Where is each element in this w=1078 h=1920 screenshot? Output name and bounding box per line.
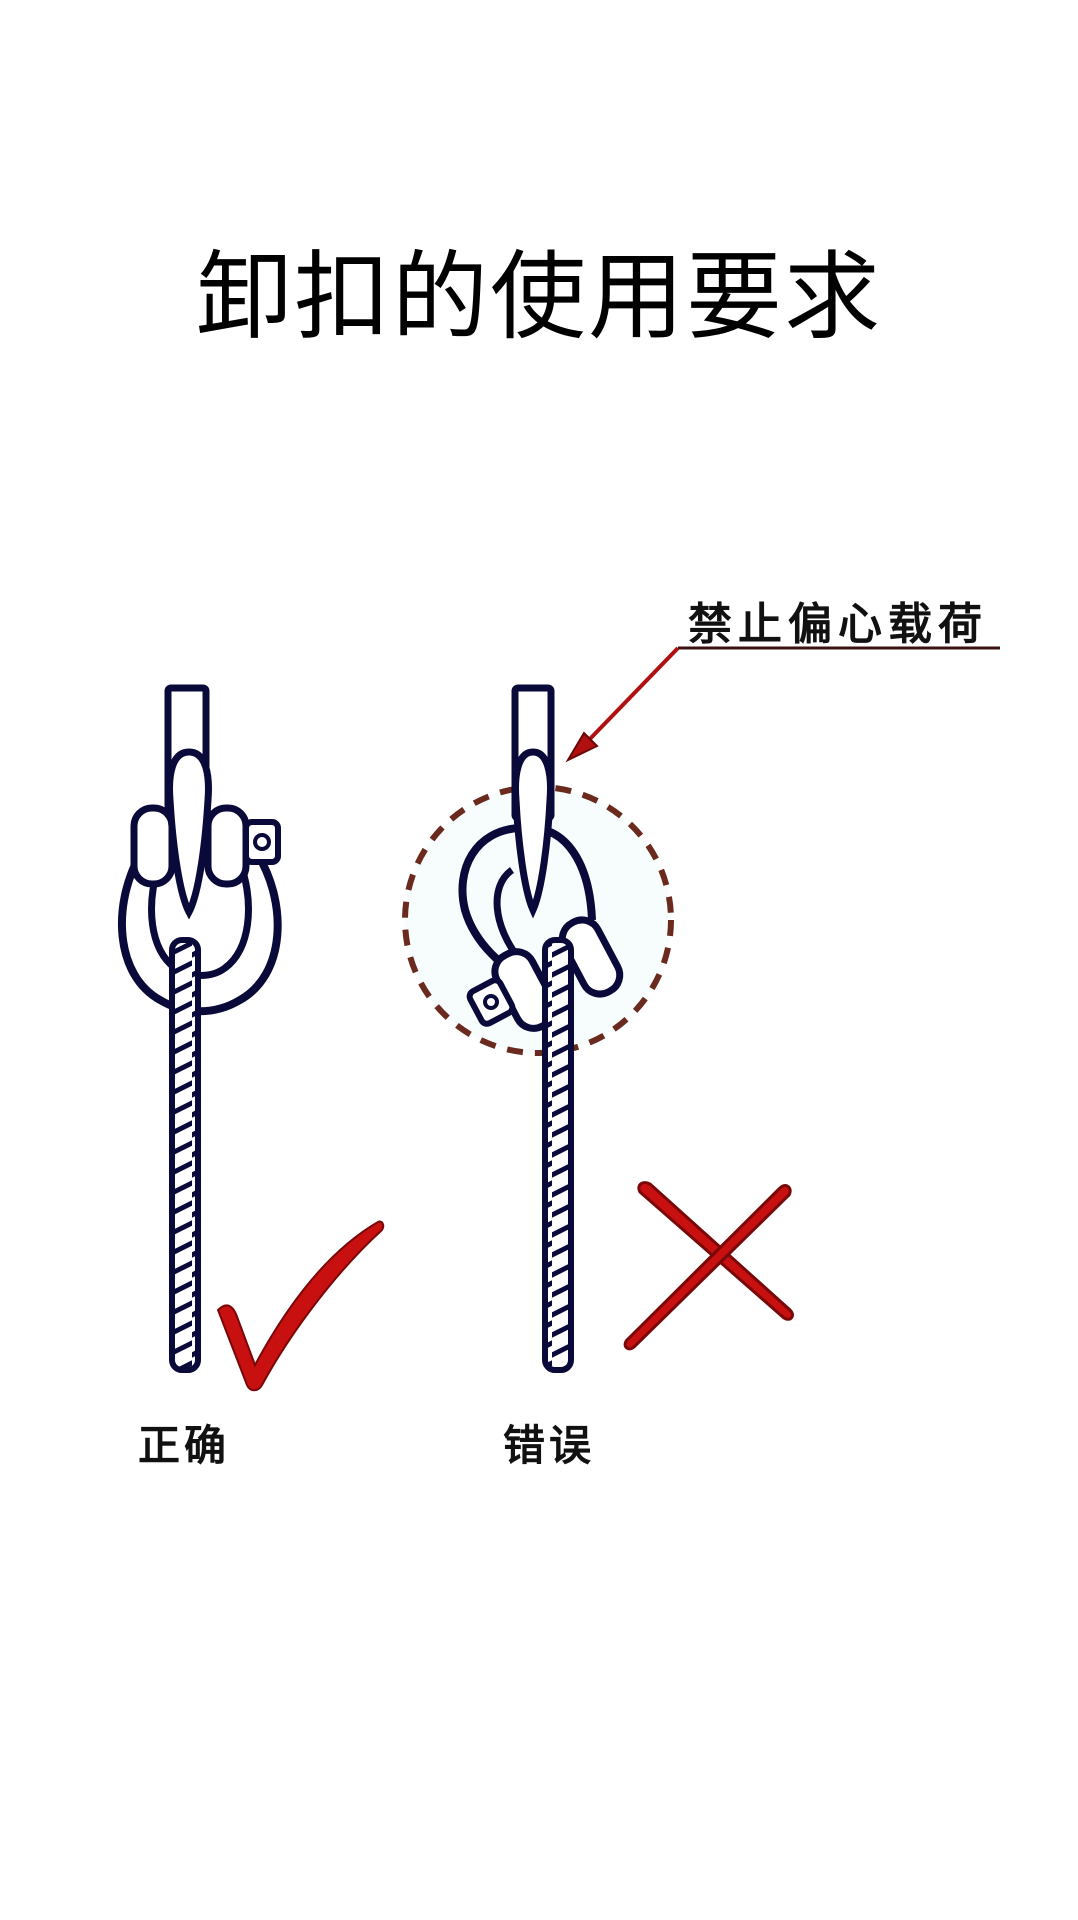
- cross-mark-icon: [623, 1181, 794, 1351]
- correct-caption: 正确: [138, 1421, 231, 1470]
- callout-arrow: [565, 646, 1000, 763]
- page-title: 卸扣的使用要求: [196, 241, 882, 353]
- check-mark-icon: [216, 1220, 385, 1392]
- correct-shackle-assembly: [117, 684, 282, 1373]
- callout-label: 禁止偏心载荷: [688, 599, 988, 650]
- wrong-shackle-assembly: [458, 684, 624, 1373]
- wrong-caption: 错误: [503, 1421, 596, 1470]
